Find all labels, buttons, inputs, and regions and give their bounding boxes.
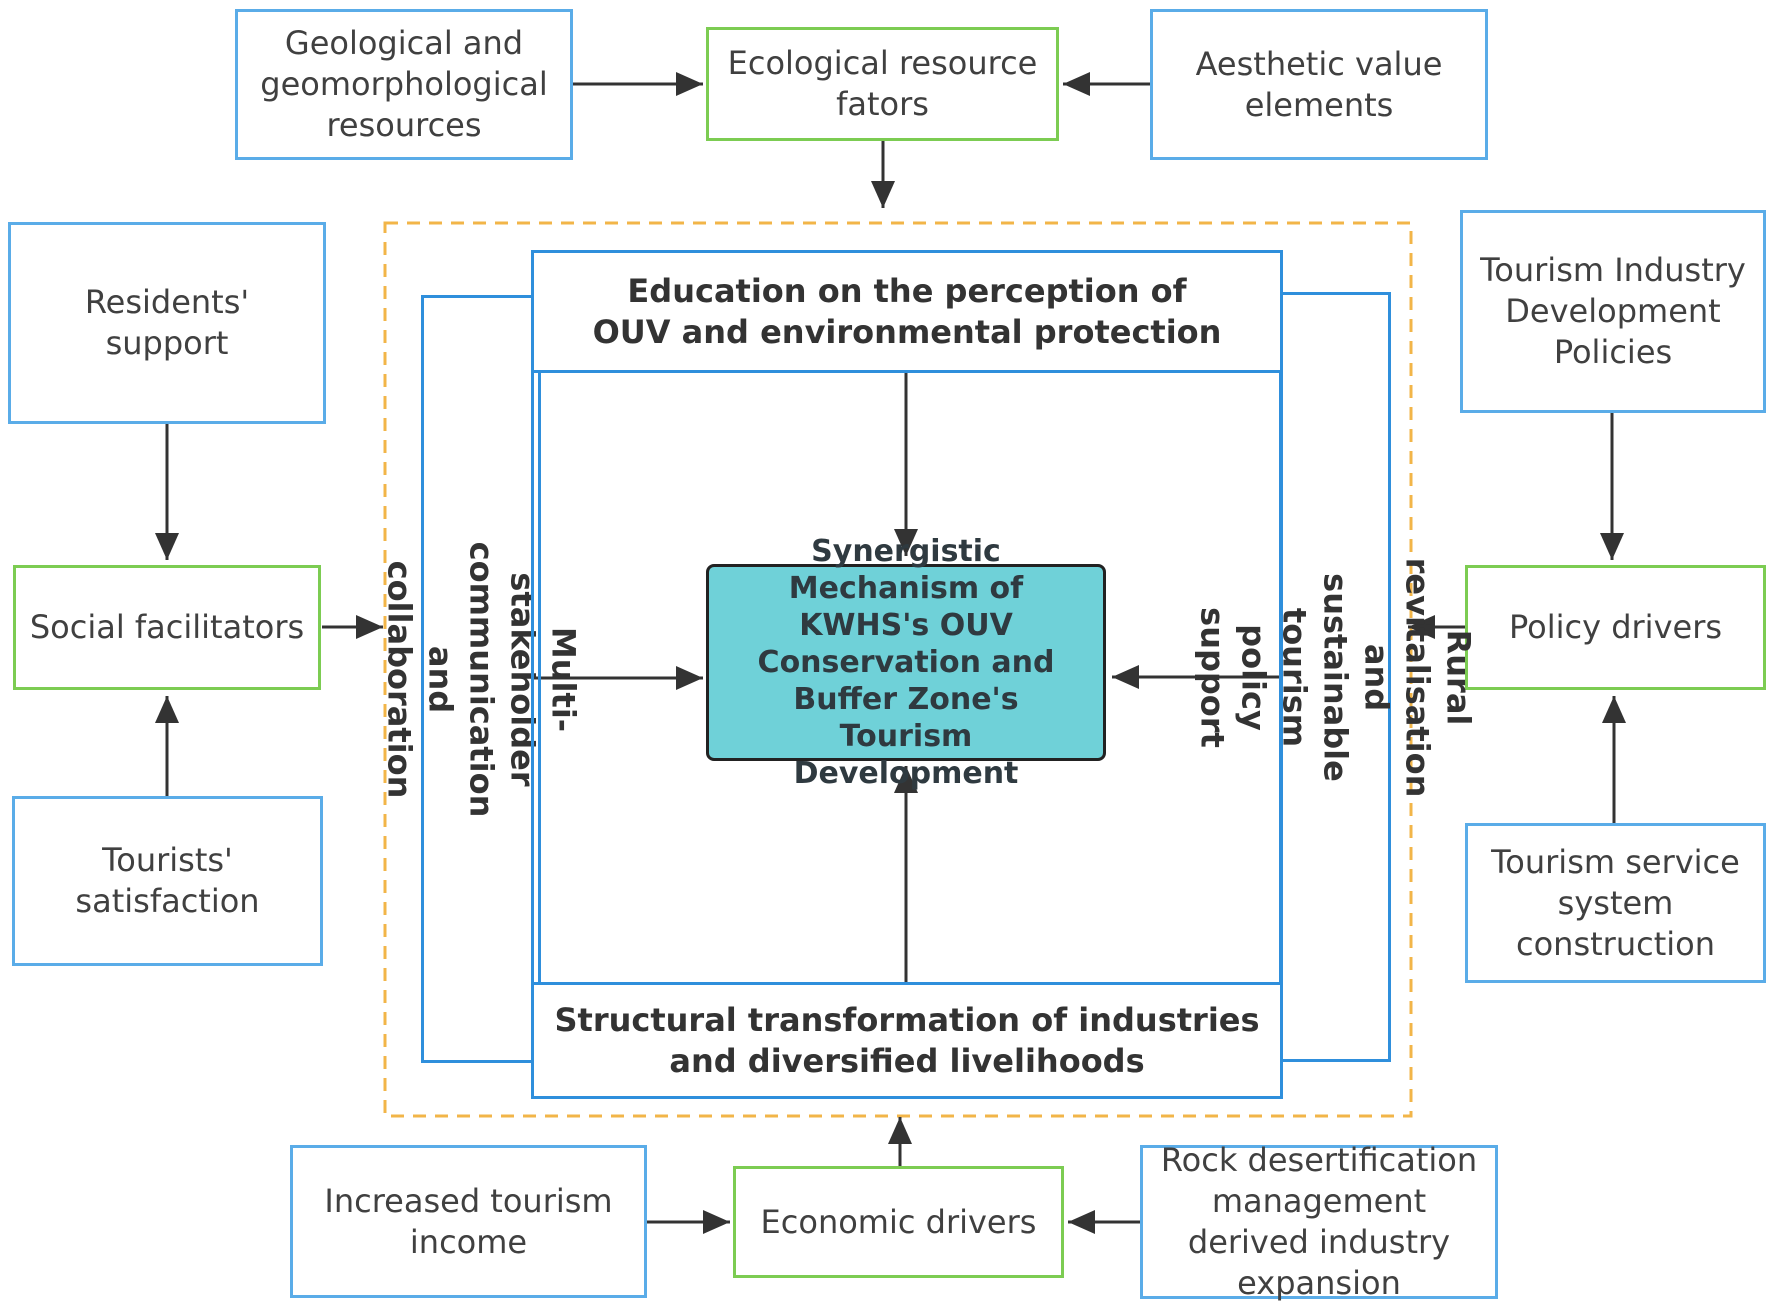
rural-revitalisation-box: Rural revitalisation and sustainable tou…: [1194, 292, 1478, 1062]
structural-label: Structural transformation of industries …: [554, 1000, 1260, 1080]
multi-stakeholder-box: Multi-stakeholder communication and coll…: [381, 295, 583, 1063]
service-system-label: Tourism service system construction: [1491, 842, 1740, 963]
residents-support-box: Residents' support: [8, 222, 326, 424]
education-label: Education on the perception of OUV and e…: [592, 271, 1222, 351]
geological-resources-box: Geological and geomorphological resource…: [235, 9, 573, 160]
ecological-factors-box: Ecological resource fators: [706, 27, 1059, 141]
tourists-satisfaction-label: Tourists' satisfaction: [75, 841, 260, 920]
social-facilitators-label: Social facilitators: [29, 608, 305, 646]
education-box: Education on the perception of OUV and e…: [531, 250, 1283, 373]
policy-drivers-label: Policy drivers: [1508, 608, 1723, 646]
synergistic-mechanism-box: Synergistic Mechanism of KWHS's OUV Cons…: [706, 534, 1106, 791]
policy-drivers-box: Policy drivers: [1465, 565, 1766, 690]
tourism-income-label: Increased tourism income: [324, 1181, 613, 1261]
aesthetic-elements-label: Aesthetic value elements: [1195, 44, 1443, 124]
service-system-box: Tourism service system construction: [1465, 823, 1766, 983]
tourism-income-box: Increased tourism income: [290, 1145, 647, 1298]
dashed-boundary: [383, 221, 1413, 1118]
residents-support-label: Residents' support: [84, 283, 250, 362]
aesthetic-elements-box: Aesthetic value elements: [1150, 9, 1488, 160]
rock-desertification-label: Rock desertification management derived …: [1160, 1141, 1478, 1302]
rock-desertification-box: Rock desertification management derived …: [1140, 1141, 1498, 1302]
economic-drivers-box: Economic drivers: [733, 1166, 1064, 1278]
tourists-satisfaction-box: Tourists' satisfaction: [12, 796, 323, 966]
structural-box: Structural transformation of industries …: [531, 982, 1283, 1099]
geological-resources-label: Geological and geomorphological resource…: [260, 24, 548, 144]
ecological-factors-label: Ecological resource fators: [727, 44, 1038, 123]
synergistic-mechanism-label: Synergistic Mechanism of KWHS's OUV Cons…: [757, 534, 1055, 791]
inner-core-area: [531, 371, 1283, 984]
policy-development-box: Tourism Industry Development Policies: [1460, 210, 1766, 413]
policy-development-label: Tourism Industry Development Policies: [1480, 251, 1746, 371]
economic-drivers-label: Economic drivers: [760, 1202, 1037, 1241]
social-facilitators-box: Social facilitators: [13, 565, 321, 690]
